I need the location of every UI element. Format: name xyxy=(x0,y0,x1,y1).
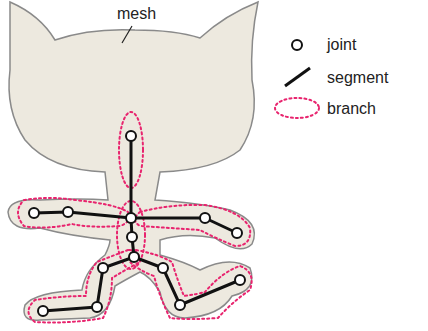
part-label: mesh xyxy=(117,5,156,23)
mesh-shape xyxy=(8,2,258,320)
legend-text: segment xyxy=(327,69,388,87)
legend-samples xyxy=(275,40,319,118)
skeleton-joints xyxy=(29,131,245,316)
leader-line xyxy=(122,26,132,43)
legend-text: joint xyxy=(327,36,356,54)
branch-outlines xyxy=(18,112,252,323)
skeleton-segments xyxy=(34,136,240,311)
legend-text: branch xyxy=(327,100,376,118)
